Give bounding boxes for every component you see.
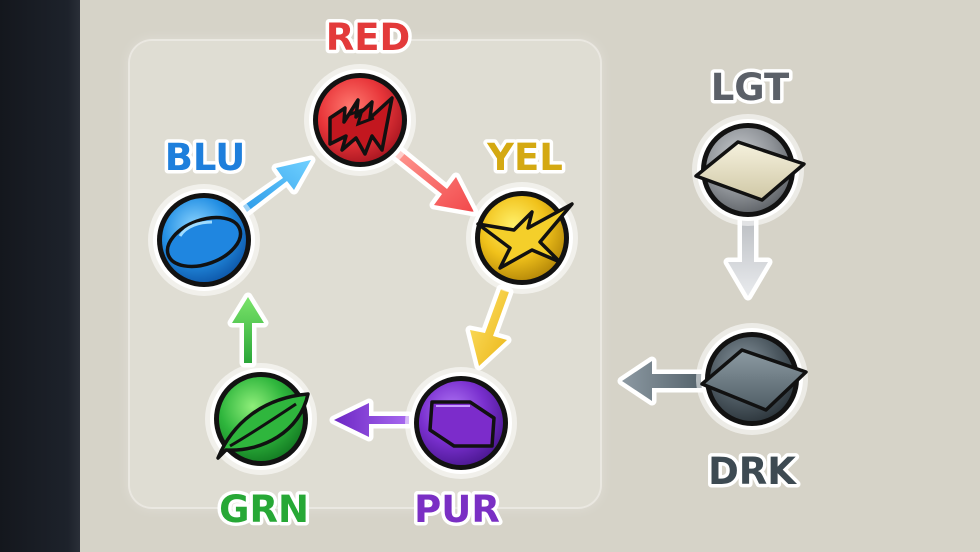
blue-element-orb[interactable] — [148, 184, 260, 296]
yellow-element-orb[interactable] — [466, 182, 578, 294]
light-label: LGT — [711, 66, 790, 109]
crystal-icon — [428, 400, 496, 448]
red-element-orb[interactable] — [304, 64, 416, 176]
arrow-green-to-blue — [227, 292, 269, 368]
dark-diamond-icon — [700, 348, 808, 412]
leaf-icon — [216, 392, 310, 460]
arrow-yellow-to-purple — [465, 284, 514, 371]
dark-label: DRK — [708, 450, 797, 493]
star-burst-icon — [476, 202, 574, 270]
light-diamond-icon — [694, 140, 806, 202]
purple-element-orb[interactable] — [405, 367, 517, 479]
blue-label: BLU — [165, 136, 246, 179]
water-drop-icon — [165, 215, 243, 269]
arrow-dark-outward — [617, 356, 709, 406]
purple-label: PUR — [414, 488, 500, 531]
lightning-icon — [328, 96, 394, 156]
arrow-red-to-yellow — [387, 143, 479, 217]
arrow-blue-to-red — [238, 155, 316, 217]
dark-element-orb[interactable] — [696, 323, 808, 435]
arrow-light-to-dark — [723, 209, 773, 301]
red-label: RED — [326, 16, 410, 59]
arrow-purple-to-green — [329, 398, 414, 442]
green-label: GRN — [219, 488, 309, 531]
yellow-label: YEL — [486, 136, 563, 179]
light-element-orb[interactable] — [692, 114, 806, 226]
green-element-orb[interactable] — [205, 363, 317, 475]
sidebar-strip — [0, 0, 80, 552]
